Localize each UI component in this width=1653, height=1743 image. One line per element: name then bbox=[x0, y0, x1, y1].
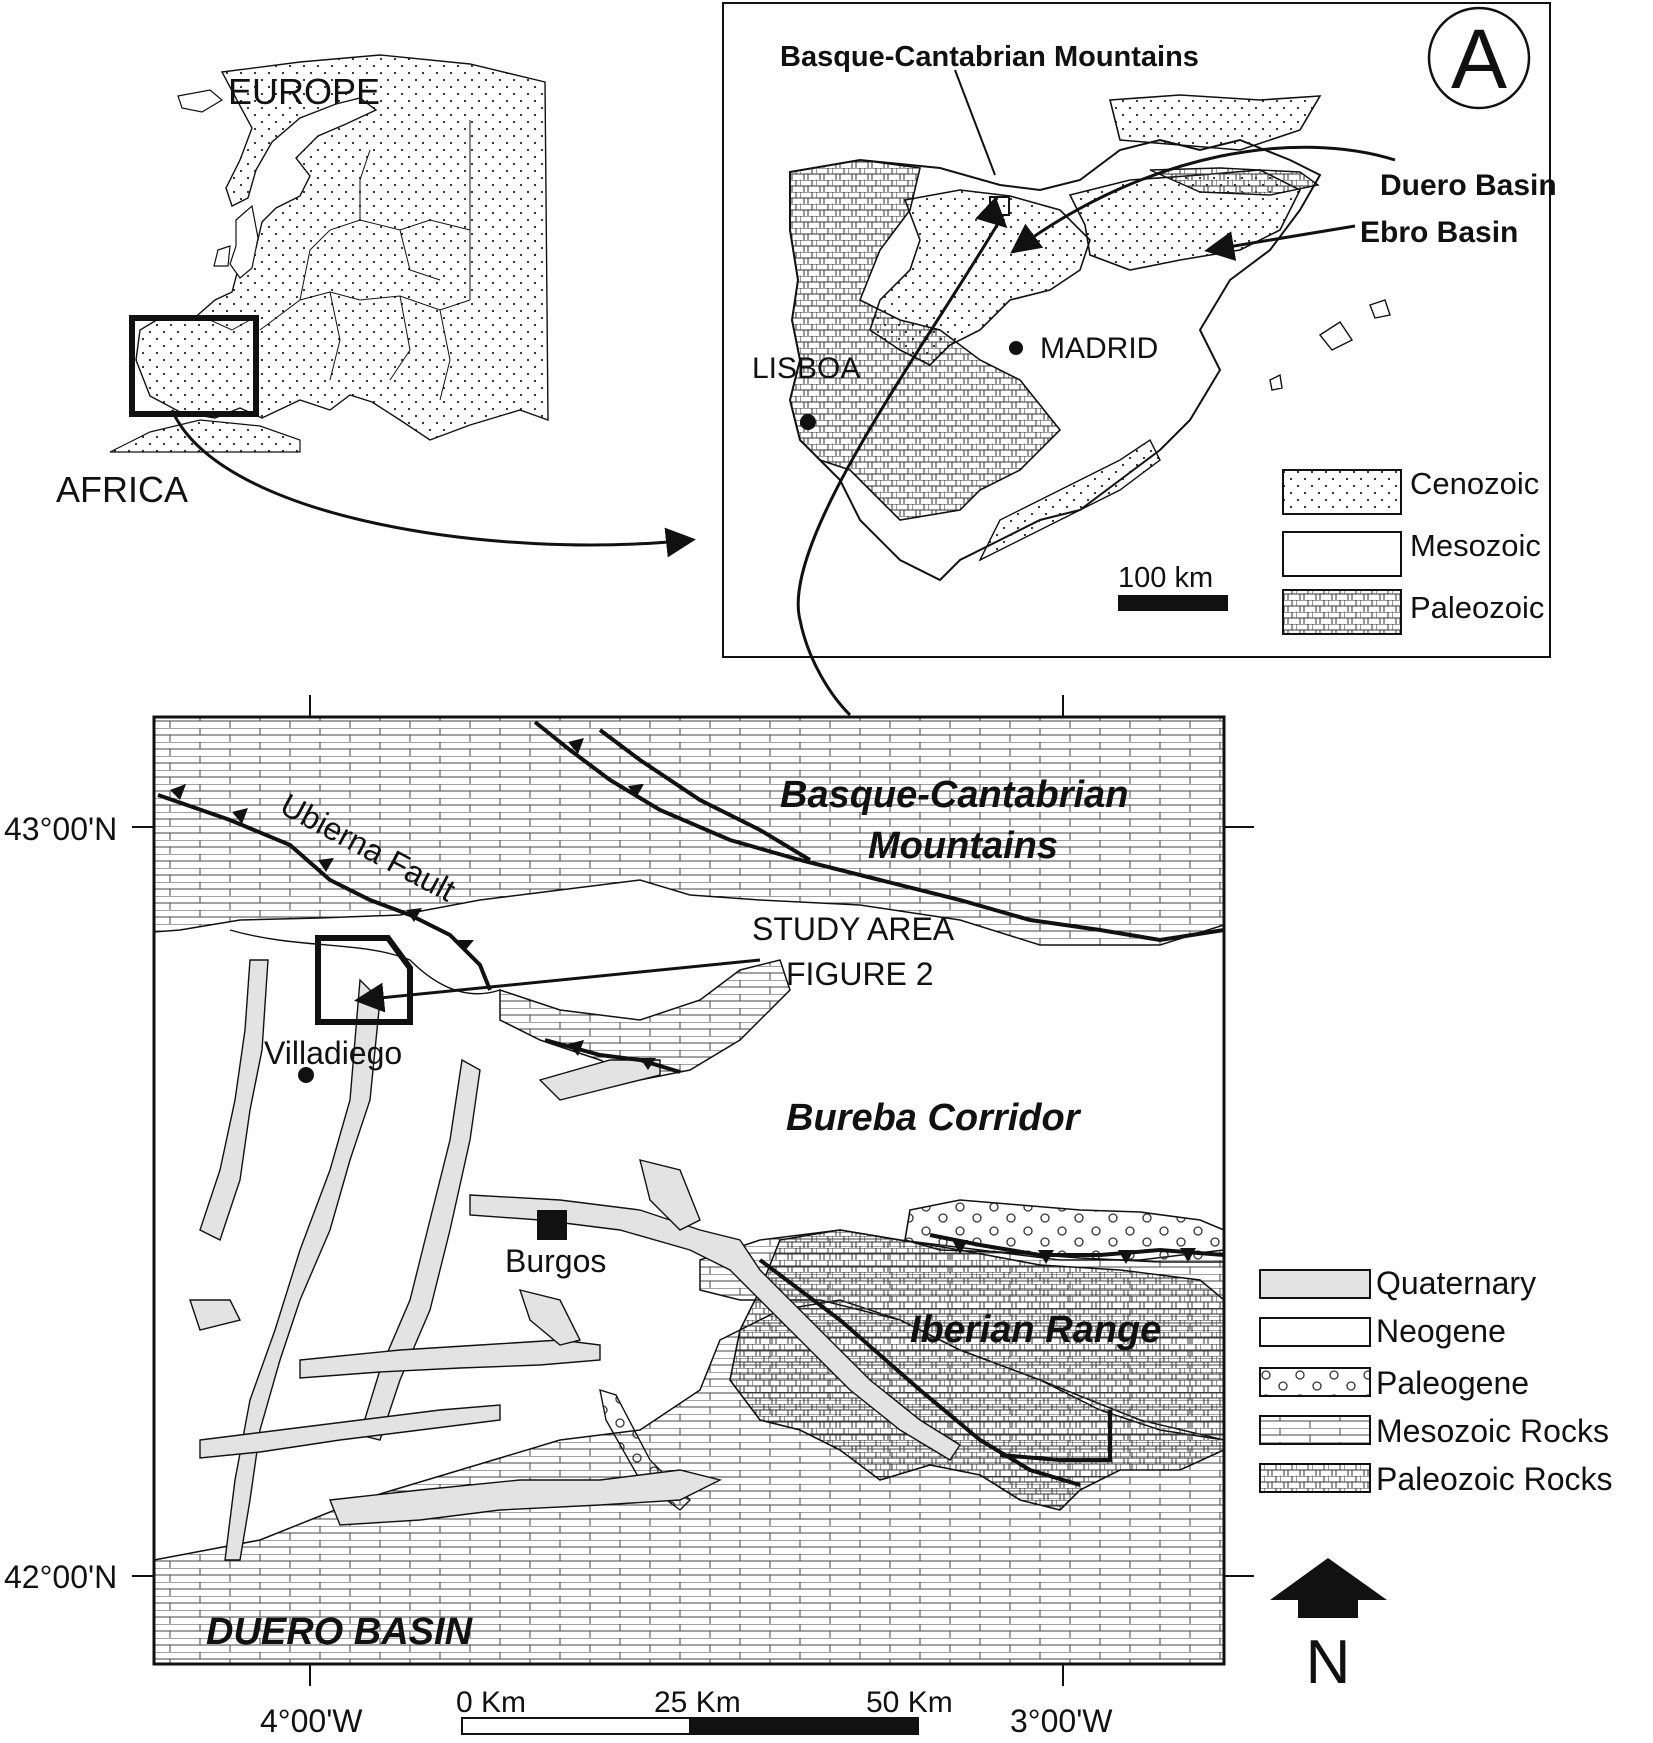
iberia-cenozoic-south bbox=[978, 438, 1161, 562]
connector-arrowhead bbox=[975, 196, 1008, 229]
legend-swatch-paleozoic bbox=[1282, 589, 1402, 635]
britain bbox=[213, 204, 259, 279]
iberian-oblique-fault bbox=[758, 1258, 1081, 1487]
study-area-label-line2: FIGURE 2 bbox=[786, 956, 934, 992]
iceland bbox=[177, 89, 224, 113]
madrid-dot bbox=[1009, 341, 1023, 355]
iberia-locator-box bbox=[129, 315, 259, 417]
iberia-to-regional-connector bbox=[796, 214, 1005, 717]
legend-swatch-paleozoic-rocks bbox=[1259, 1463, 1371, 1493]
north-arrow-icon bbox=[1270, 1558, 1387, 1618]
basque-cantabrian-region-label: Basque-Cantabrian bbox=[780, 774, 1128, 816]
duero-basin-label: Duero Basin bbox=[1380, 169, 1557, 202]
europe-landmass bbox=[135, 54, 549, 441]
northern-fault-a bbox=[533, 720, 1225, 943]
ubierna-fault bbox=[157, 793, 492, 991]
iberian-short-fault bbox=[999, 1410, 1112, 1462]
lon-label-3w: 3°00'W bbox=[1010, 1703, 1113, 1739]
country-borders bbox=[209, 120, 471, 401]
burgos-marker bbox=[537, 1210, 567, 1240]
iberia-cenozoic-north bbox=[1108, 94, 1322, 151]
legend-swatch-mesozoic-rocks bbox=[1259, 1415, 1371, 1445]
faults bbox=[157, 720, 1225, 1487]
legend-label-paleogene: Paleogene bbox=[1376, 1365, 1529, 1401]
lat-label-42: 42°00'N bbox=[4, 1559, 117, 1595]
duero-pointer-arrow bbox=[1010, 145, 1396, 254]
balearic-islands bbox=[1269, 299, 1391, 391]
iberia-scale-bar bbox=[1118, 595, 1228, 611]
scale-segment-black bbox=[689, 1717, 919, 1735]
iberian-front-fault bbox=[929, 1233, 1225, 1257]
legend-swatch-paleogene bbox=[1259, 1367, 1371, 1397]
scale-label-50: 50 Km bbox=[866, 1686, 953, 1719]
north-arrow: N bbox=[1270, 1558, 1387, 1697]
panel-letter-circle bbox=[1427, 6, 1531, 110]
lat-label-43: 43°00'N bbox=[4, 811, 117, 847]
madrid-label: MADRID bbox=[1040, 332, 1158, 365]
bureba-region-label: Bureba Corridor bbox=[786, 1097, 1082, 1139]
iberia-scale-label: 100 km bbox=[1118, 562, 1213, 594]
mesozoic-north-band bbox=[153, 716, 1225, 946]
regional-legend: Quaternary Neogene Paleogene Mesozoic Ro… bbox=[1259, 1265, 1613, 1497]
regional-frame bbox=[152, 715, 1226, 1666]
iberia-paleozoic-pyrenees bbox=[1149, 167, 1320, 196]
legend-swatch-mesozoic bbox=[1282, 531, 1402, 577]
europe-to-iberia-arrow bbox=[170, 409, 696, 558]
europe-inset: EUROPE AFRICA bbox=[56, 54, 696, 558]
lon-label-4w: 4°00'W bbox=[260, 1703, 363, 1739]
graticule-ticks bbox=[132, 695, 1254, 1686]
africa-coast bbox=[109, 419, 301, 453]
iberian-paleozoic-block bbox=[729, 1229, 1225, 1511]
study-area-label-line1: STUDY AREA bbox=[752, 911, 955, 947]
northern-fault-b bbox=[598, 728, 812, 862]
iberia-legend: Cenozoic Mesozoic Paleozoic bbox=[1282, 466, 1544, 635]
iberia-map-panel: Basque-Cantabrian Mountains Duero Basin … bbox=[722, 2, 1557, 717]
mountains-region-label: Mountains bbox=[868, 825, 1058, 867]
legend-label-mesozoic-rocks: Mesozoic Rocks bbox=[1376, 1413, 1609, 1449]
scale-segment-white bbox=[461, 1717, 691, 1735]
ebro-basin-label: Ebro Basin bbox=[1360, 216, 1518, 249]
villadiego-dot bbox=[298, 1067, 314, 1083]
legend-swatch-neogene bbox=[1259, 1317, 1371, 1347]
legend-label-mesozoic: Mesozoic bbox=[1410, 528, 1541, 563]
basque-cantabrian-label: Basque-Cantabrian Mountains bbox=[780, 41, 1199, 73]
basque-pointer-line bbox=[954, 69, 996, 176]
regional-scale-bar: 0 Km 25 Km 50 Km bbox=[456, 1686, 953, 1735]
regional-map: 43°00'N 42°00'N 4°00'W 3°00'W Basque-Can… bbox=[4, 695, 1613, 1739]
legend-label-neogene: Neogene bbox=[1376, 1313, 1506, 1349]
villadiego-label: Villadiego bbox=[264, 1035, 402, 1071]
legend-label-cenozoic: Cenozoic bbox=[1410, 466, 1539, 501]
north-label: N bbox=[1306, 1628, 1351, 1697]
legend-label-quaternary: Quaternary bbox=[1376, 1265, 1536, 1301]
panel-letter: A bbox=[1451, 12, 1507, 106]
europe-label: EUROPE bbox=[228, 71, 380, 112]
quaternary-river-network bbox=[189, 959, 961, 1561]
legend-swatch-quaternary bbox=[1259, 1269, 1371, 1299]
iberian-region-label: Iberian Range bbox=[910, 1309, 1161, 1351]
ebro-pointer-arrow bbox=[1204, 224, 1356, 261]
scale-label-0: 0 Km bbox=[456, 1686, 526, 1719]
study-area-arrow bbox=[354, 958, 761, 1013]
lisboa-dot bbox=[800, 414, 816, 430]
legend-label-paleozoic: Paleozoic bbox=[1410, 590, 1544, 625]
legend-label-paleozoic-rocks: Paleozoic Rocks bbox=[1376, 1461, 1613, 1497]
africa-label: AFRICA bbox=[56, 469, 188, 510]
scale-label-25: 25 Km bbox=[654, 1686, 741, 1719]
lisboa-label: LISBOA bbox=[752, 352, 860, 385]
legend-swatch-cenozoic bbox=[1282, 469, 1402, 515]
thrust-teeth bbox=[170, 738, 1196, 1264]
burgos-label: Burgos bbox=[505, 1243, 606, 1279]
duero-region-label: DUERO BASIN bbox=[206, 1611, 474, 1653]
